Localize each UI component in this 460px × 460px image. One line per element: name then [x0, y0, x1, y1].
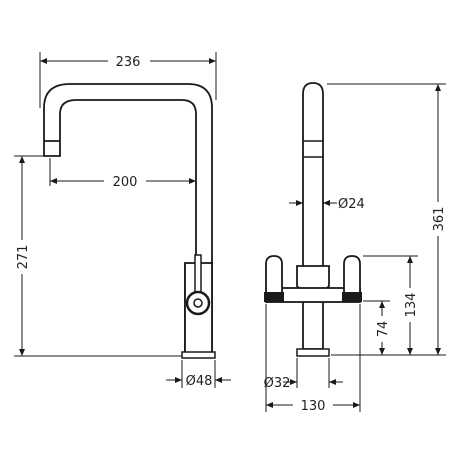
front-total-height-label: 361 [432, 207, 447, 232]
side-view: 236 200 271 Ø48 [14, 52, 231, 389]
side-spout-inner [59, 99, 197, 263]
front-base [296, 348, 330, 357]
front-left-handle-collar [264, 292, 284, 302]
front-spout-diameter-label: Ø24 [338, 197, 365, 212]
front-handle-height-label: 134 [404, 293, 419, 318]
front-spout-column [302, 82, 324, 266]
front-left-handle [265, 255, 283, 300]
side-spout-outline [43, 83, 213, 356]
front-right-handle-collar [342, 292, 362, 302]
side-base [181, 351, 216, 359]
side-handle-knob-center [193, 298, 203, 308]
front-right-handle [343, 255, 361, 300]
front-body-height-label: 74 [376, 321, 391, 338]
front-base-diameter-label: Ø32 [264, 376, 291, 391]
side-height-label: 271 [16, 245, 31, 270]
side-base-diameter-label: Ø48 [186, 374, 213, 389]
front-handle-span-label: 130 [301, 399, 326, 414]
side-reach-label: 200 [113, 175, 138, 190]
side-spout-tip [43, 140, 61, 157]
side-width-label: 236 [116, 55, 141, 70]
front-body [296, 265, 330, 350]
front-view: Ø24 361 134 74 Ø32 130 [264, 82, 447, 414]
